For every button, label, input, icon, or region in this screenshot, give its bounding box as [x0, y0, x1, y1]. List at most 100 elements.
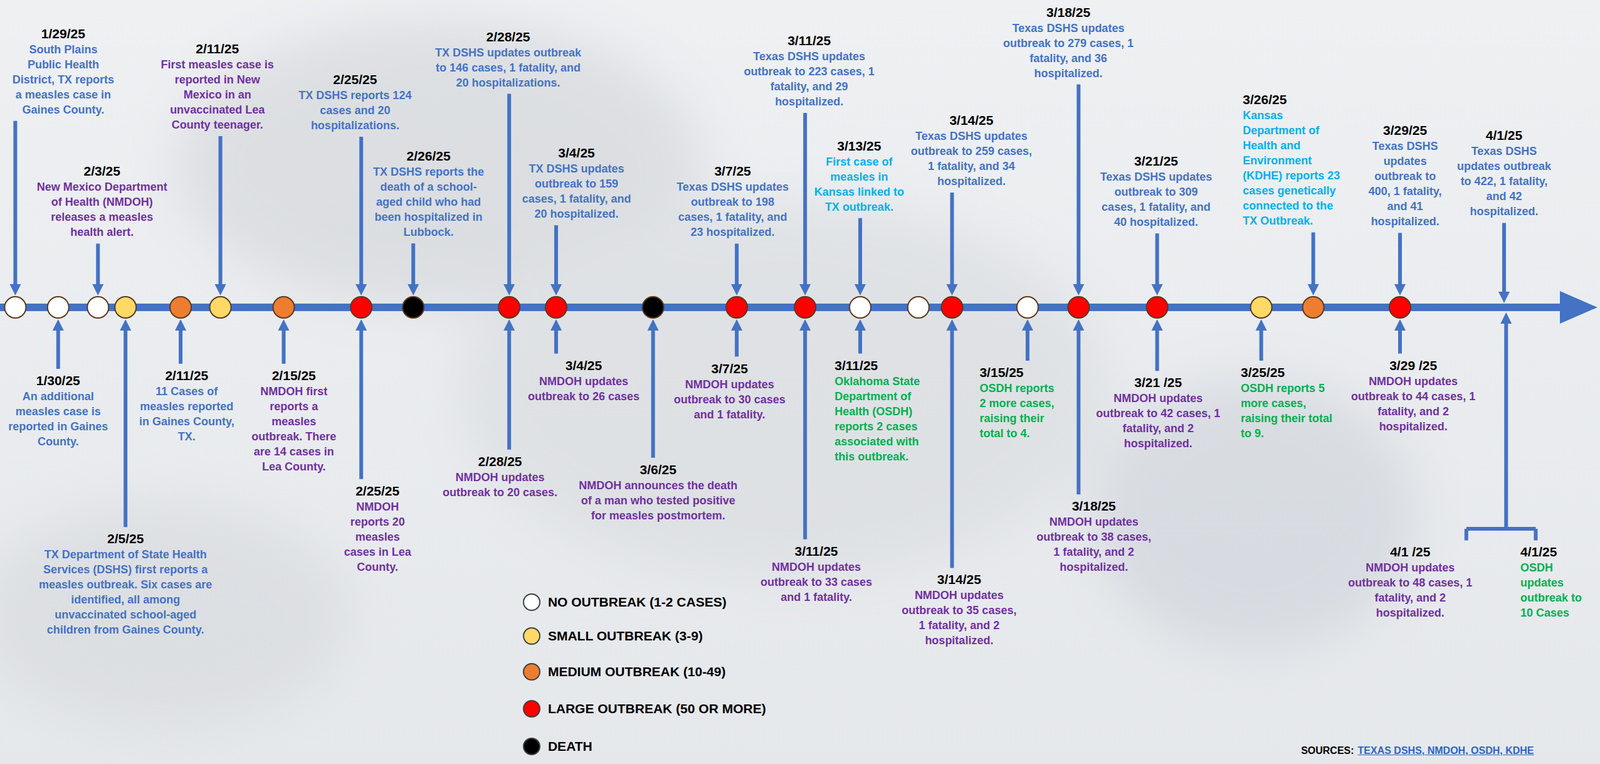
- outbreak-marker: [87, 296, 109, 318]
- event-date: 4/1/25: [1455, 127, 1553, 144]
- leader-line: [803, 112, 807, 285]
- leader-line: [554, 225, 558, 285]
- event-date: 2/5/25: [36, 530, 216, 547]
- event-annotation: 2/15/25NMDOH first reports a measles out…: [250, 367, 338, 474]
- event-note: OSDH updates outbreak to 10 Cases: [1520, 559, 1590, 621]
- leader-line: [1311, 231, 1316, 285]
- event-date: 4/1 /25: [1343, 543, 1477, 560]
- leader-arrowhead: [119, 319, 132, 331]
- leader-arrowhead: [9, 284, 21, 296]
- event-date: 3/4/25: [519, 144, 634, 162]
- outbreak-marker: [47, 296, 69, 318]
- leader-arrowhead: [1072, 319, 1085, 331]
- legend-row: NO OUTBREAK (1-2 CASES): [522, 592, 727, 612]
- event-note: Kansas Department of Health and Environm…: [1242, 107, 1345, 229]
- legend-text: LARGE OUTBREAK (50 OR MORE): [547, 700, 767, 716]
- leader-line: [734, 243, 739, 285]
- event-note: NMDOH first reports a measles outbreak. …: [250, 383, 338, 474]
- event-date: 2/11/25: [158, 40, 276, 58]
- outbreak-marker: [4, 296, 26, 318]
- event-note: NMDOH updates outbreak to 48 cases, 1 fa…: [1343, 559, 1477, 621]
- leader-line: [651, 330, 656, 458]
- event-note: Texas DSHS updates outbreak to 400, 1 fa…: [1364, 138, 1446, 229]
- outbreak-marker: [114, 296, 137, 318]
- outbreak-marker: [272, 296, 295, 318]
- legend-row: MEDIUM OUTBREAK (10-49): [522, 662, 727, 681]
- event-annotation: 2/28/25TX DSHS updates outbreak to 146 c…: [434, 28, 583, 91]
- outbreak-marker: [1302, 296, 1325, 318]
- leader-line: [803, 330, 807, 540]
- event-note: NMDOH reports 20 measles cases in Lea Co…: [341, 499, 414, 575]
- leader-line: [56, 330, 61, 369]
- leader-arrowhead: [731, 319, 743, 331]
- legend-row: DEATH: [522, 736, 593, 756]
- outbreak-marker: [642, 296, 664, 318]
- leader-line: [281, 330, 286, 364]
- event-date: 2/28/25: [434, 28, 583, 46]
- event-date: 3/29 /25: [1349, 357, 1477, 374]
- leader-line: [950, 192, 955, 285]
- leader-arrowhead: [277, 319, 290, 331]
- event-note: South Plains Public Health District, TX …: [12, 42, 115, 118]
- leader-arrowhead: [731, 284, 743, 296]
- outbreak-marker: [849, 296, 871, 318]
- leader-arrowhead: [1021, 319, 1034, 331]
- bracket-line: [1466, 526, 1537, 531]
- leader-arrowhead: [503, 319, 515, 331]
- event-date: 2/11/25: [138, 367, 236, 384]
- event-date: 3/26/25: [1242, 91, 1345, 108]
- event-date: 3/11/25: [749, 542, 883, 560]
- event-note: Texas DSHS updates outbreak to 259 cases…: [910, 128, 1033, 189]
- leader-line: [1025, 330, 1030, 361]
- leader-arrowhead: [503, 284, 515, 296]
- event-annotation: 3/14/25NMDOH updates outbreak to 35 case…: [900, 571, 1018, 648]
- event-annotation: 3/11/25NMDOH updates outbreak to 33 case…: [749, 542, 883, 605]
- event-annotation: 2/5/25TX Department of State Health Serv…: [36, 530, 216, 637]
- leader-line: [1076, 330, 1081, 495]
- photo-shape: [0, 501, 352, 728]
- bracket-line: [1464, 528, 1469, 540]
- leader-line: [13, 121, 17, 285]
- event-date: 2/25/25: [289, 71, 422, 88]
- legend-text: NO OUTBREAK (1-2 CASES): [547, 594, 727, 610]
- leader-line: [359, 330, 364, 479]
- leader-arrowhead: [1255, 319, 1268, 331]
- event-annotation: 3/29/25Texas DSHS updates outbreak to 40…: [1364, 122, 1446, 229]
- leader-line: [1502, 222, 1506, 292]
- legend-swatch: [522, 626, 541, 645]
- event-annotation: 3/7/25Texas DSHS updates outbreak to 198…: [672, 163, 794, 240]
- legend-row: LARGE OUTBREAK (50 OR MORE): [522, 699, 767, 718]
- faded-photo: [0, 18, 1417, 728]
- leader-arrowhead: [92, 284, 104, 296]
- event-note: TX Department of State Health Services (…: [36, 546, 216, 637]
- event-note: Oklahoma State Department of Health (OSD…: [834, 373, 942, 464]
- event-annotation: 2/25/25TX DSHS reports 124 cases and 20 …: [289, 71, 422, 133]
- event-annotation: 3/26/25Kansas Department of Health and E…: [1242, 91, 1345, 229]
- event-annotation: 2/11/2511 Cases of measles reported in G…: [138, 367, 236, 444]
- event-date: 3/11/25: [742, 32, 876, 49]
- legend-text: SMALL OUTBREAK (3-9): [547, 628, 703, 644]
- event-date: 2/15/25: [250, 367, 338, 384]
- leader-line: [1398, 232, 1402, 285]
- event-note: 11 Cases of measles reported in Gaines C…: [138, 383, 236, 444]
- event-annotation: 3/15/25OSDH reports 2 more cases, raisin…: [979, 364, 1061, 441]
- event-annotation: 3/7/25NMDOH updates outbreak to 30 cases…: [663, 360, 797, 422]
- outbreak-marker: [498, 296, 520, 318]
- outbreak-marker: [794, 296, 816, 318]
- event-date: 1/30/25: [6, 372, 110, 389]
- event-date: 2/3/25: [35, 163, 169, 180]
- leader-arrowhead: [355, 284, 367, 296]
- event-date: 3/18/25: [1001, 4, 1135, 21]
- event-note: TX DSHS updates outbreak to 159 cases, 1…: [519, 161, 634, 222]
- bracket-line: [1533, 528, 1538, 540]
- sources-list: TEXAS DSHS, NMDOH, OSDH, KDHE: [1357, 744, 1535, 756]
- event-note: Texas DSHS updates outbreak to 198 cases…: [672, 179, 794, 240]
- leader-line: [359, 136, 364, 285]
- event-note: First measles case is reported in New Me…: [158, 57, 276, 133]
- event-date: 2/28/25: [438, 453, 562, 470]
- event-annotation: 3/18/25NMDOH updates outbreak to 38 case…: [1032, 497, 1155, 575]
- leader-line: [858, 330, 863, 354]
- event-note: Texas DSHS updates outbreak to 422, 1 fa…: [1455, 143, 1553, 219]
- event-annotation: 3/29 /25NMDOH updates outbreak to 44 cas…: [1349, 357, 1477, 434]
